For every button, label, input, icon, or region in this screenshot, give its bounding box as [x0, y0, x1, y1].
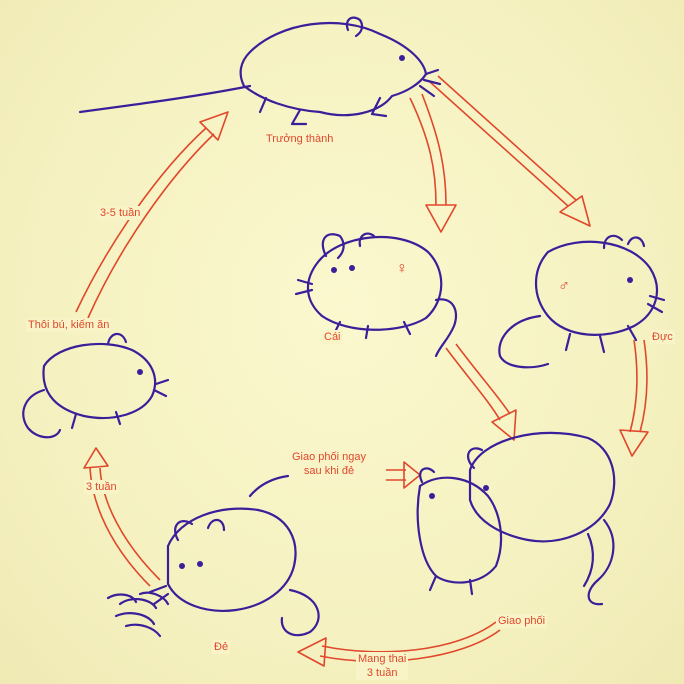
male-symbol: ♂: [556, 280, 572, 294]
label-mating: Giao phối: [496, 614, 547, 628]
label-three-to-five-weeks: 3-5 tuần: [98, 206, 142, 220]
arrow-male-to-mating: [620, 340, 648, 456]
female-rat-illustration: [296, 234, 456, 356]
adult-rat-illustration: [80, 18, 440, 124]
arrow-postpartum-mating: [386, 462, 420, 488]
arrow-adult-to-female: [410, 94, 456, 232]
female-symbol: ♀: [394, 262, 410, 276]
young-rat-illustration: [23, 334, 168, 437]
label-birth: Đẻ: [212, 640, 230, 654]
label-postpartum-mating: Giao phối ngay sau khi đẻ: [290, 450, 368, 478]
label-postpartum-mating-line2: sau khi đẻ: [292, 464, 366, 478]
label-female: Cái: [322, 330, 343, 344]
label-gestation: Mang thai 3 tuần: [356, 652, 408, 680]
label-three-weeks: 3 tuần: [84, 480, 119, 494]
label-gestation-line1: Mang thai: [358, 652, 406, 666]
arrow-birth-to-weaning: [84, 448, 160, 586]
arrow-female-to-mating: [446, 344, 516, 440]
label-gestation-line2: 3 tuần: [358, 666, 406, 680]
mother-rat-illustration: [108, 476, 319, 636]
label-adult: Trưởng thành: [264, 132, 335, 146]
male-rat-illustration: [499, 236, 664, 367]
label-postpartum-mating-line1: Giao phối ngay: [292, 450, 366, 464]
label-weaning: Thôi bú, kiếm ăn: [26, 318, 111, 332]
label-male: Đực: [650, 330, 675, 344]
mating-rats-illustration: [418, 433, 614, 604]
arrow-adult-to-male: [430, 76, 590, 226]
